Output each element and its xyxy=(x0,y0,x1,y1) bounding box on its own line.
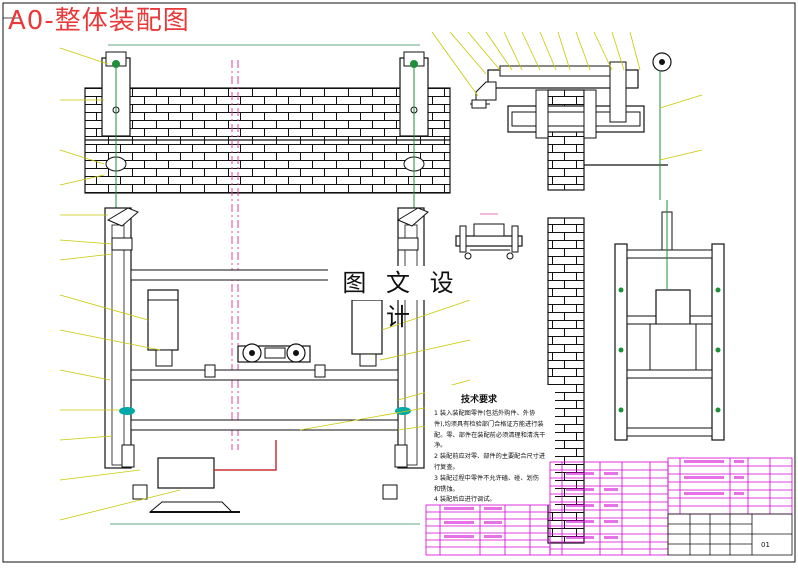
end-post-right xyxy=(711,243,725,441)
sheet-number: 01 xyxy=(761,541,770,549)
end-post-left xyxy=(614,243,628,441)
foot-left xyxy=(121,444,135,468)
requirement-line: 净。 xyxy=(434,442,447,450)
roller-left xyxy=(119,407,135,415)
requirement-line: 4 装配后应进行调试。 xyxy=(434,496,496,504)
technical-requirements-heading: 技术要求 xyxy=(461,395,498,405)
requirement-line: 2 装配前应对零、部件的主要配合尺寸进 xyxy=(434,453,546,461)
roller-right xyxy=(395,407,411,415)
motor-right xyxy=(351,299,383,367)
wall-section-left xyxy=(84,44,451,194)
post-left xyxy=(104,207,132,469)
winch-assembly xyxy=(237,343,311,363)
cable-pipe xyxy=(214,440,277,471)
post-right xyxy=(397,207,425,469)
leader-lines-top-right xyxy=(431,31,703,161)
wall-column-top xyxy=(547,89,585,191)
platform-frame xyxy=(104,207,429,500)
foot-right xyxy=(394,444,408,468)
title-block-main xyxy=(667,513,793,556)
drawing-title: A0-整体装配图 xyxy=(8,6,190,36)
requirement-line: 配。零、部件在装配前必须清理和清洗干 xyxy=(434,431,546,439)
control-box xyxy=(148,457,240,513)
end-view xyxy=(614,200,725,441)
notes-area xyxy=(425,385,555,505)
beam-middle xyxy=(130,369,399,381)
table-fill xyxy=(444,460,744,539)
technical-requirements-list: 1 装入装配图零件(包括外购件、外协 件),均须具有检验部门合格证方能进行装 配… xyxy=(434,409,550,506)
detail-view xyxy=(455,213,523,260)
requirement-line: 行复查。 xyxy=(434,463,459,471)
beam-lower xyxy=(130,419,399,431)
side-section-top-right xyxy=(470,52,672,200)
requirement-line: 件),均须具有检验部门合格证方能进行装 xyxy=(434,420,544,428)
requirement-line: 1 装入装配图零件(包括外购件、外协 xyxy=(434,410,536,417)
title-block xyxy=(425,457,793,556)
leader-lines-left xyxy=(59,47,181,521)
motor-left xyxy=(147,289,179,367)
end-motor xyxy=(655,289,691,327)
requirement-line: 和锈蚀。 xyxy=(434,485,459,493)
requirement-line: 3 装配过程中零件不允许磕、碰、划伤 xyxy=(434,474,539,482)
watermark-text: 图 文 设 计 xyxy=(328,266,474,331)
